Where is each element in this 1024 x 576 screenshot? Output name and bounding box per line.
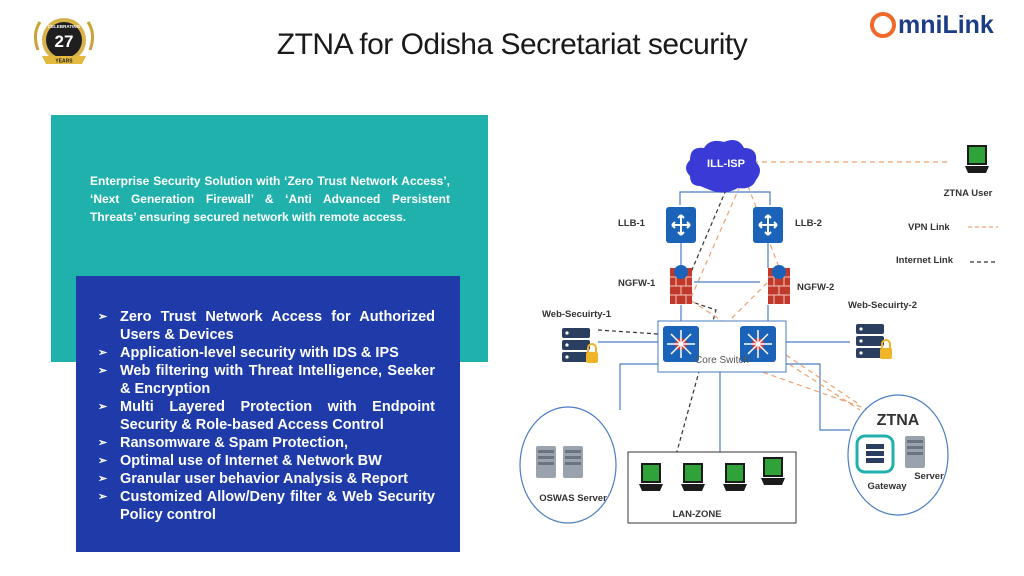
web-security-2-server-icon bbox=[855, 323, 893, 360]
anniversary-badge: CELEBRATING 27 YEARS bbox=[33, 18, 95, 65]
arrow-bullet-icon: ➢ bbox=[98, 347, 108, 359]
core-switch-label: Core Switch bbox=[695, 355, 749, 366]
arrow-bullet-icon: ➢ bbox=[98, 491, 108, 503]
llb2-router-icon bbox=[752, 206, 784, 244]
feature-item: ➢Granular user behavior Analysis & Repor… bbox=[98, 471, 408, 487]
llb1-label: LLB-1 bbox=[618, 218, 646, 229]
ztna-user-terminal-icon bbox=[965, 145, 989, 173]
feature-item: ➢Application-level security with IDS & I… bbox=[98, 345, 399, 361]
core-switch-right-icon bbox=[740, 326, 776, 362]
arrow-bullet-icon: ➢ bbox=[98, 401, 108, 413]
arrow-bullet-icon: ➢ bbox=[98, 437, 108, 449]
ztna-server-icon bbox=[905, 436, 925, 468]
arrow-bullet-icon: ➢ bbox=[98, 365, 108, 377]
lan-zone-label: LAN-ZONE bbox=[672, 509, 721, 520]
web-security-2-label: Web-Secuirty-2 bbox=[848, 300, 917, 311]
features-panel bbox=[76, 276, 460, 552]
ngfw1-label: NGFW-1 bbox=[618, 278, 656, 289]
cloud-icon bbox=[686, 140, 760, 193]
ngfw2-label: NGFW-2 bbox=[797, 282, 834, 293]
page-title: ZTNA for Odisha Secretariat security bbox=[276, 28, 748, 61]
web-security-1-label: Web-Secuirty-1 bbox=[542, 309, 612, 320]
logo-o-icon bbox=[870, 12, 896, 38]
arrow-bullet-icon: ➢ bbox=[98, 455, 108, 467]
web-security-1-server-icon bbox=[561, 327, 599, 364]
ztna-gateway-label: Gateway bbox=[867, 481, 907, 492]
internet-links bbox=[597, 189, 727, 456]
svg-text:CELEBRATING: CELEBRATING bbox=[48, 24, 81, 29]
oswas-label: OSWAS Server bbox=[539, 493, 607, 504]
feature-item: ➢Multi Layered Protection with Endpoint … bbox=[98, 399, 435, 433]
lan-terminal-icon bbox=[723, 463, 747, 491]
svg-text:YEARS: YEARS bbox=[55, 59, 73, 65]
core-switch-left-icon bbox=[663, 326, 699, 362]
feature-list: ➢Zero Trust Network Access for Authorize… bbox=[98, 308, 435, 524]
company-logo: mniLink bbox=[870, 10, 994, 40]
network-diagram: ILL-ISP ZTNA User LLB-1 LLB-2 NGFW-1 NGF… bbox=[519, 140, 998, 524]
svg-text:27: 27 bbox=[55, 32, 74, 51]
ztna-server-label: Server bbox=[914, 471, 944, 482]
legend-vpn-label: VPN Link bbox=[908, 222, 950, 233]
vpn-links bbox=[689, 161, 950, 411]
feature-item: ➢Web filtering with Threat Intelligence,… bbox=[98, 363, 435, 397]
feature-item: ➢Zero Trust Network Access for Authorize… bbox=[98, 309, 435, 343]
ngfw1-firewall-icon bbox=[669, 264, 693, 305]
oswas-server-1-icon bbox=[536, 446, 556, 478]
ztna-zone bbox=[847, 394, 949, 516]
llb1-router-icon bbox=[665, 206, 697, 244]
lan-terminal-icon bbox=[681, 463, 705, 491]
ztna-label: ZTNA bbox=[877, 412, 920, 429]
solid-links bbox=[598, 191, 850, 455]
ztna-user-label: ZTNA User bbox=[944, 188, 993, 199]
cloud-label: ILL-ISP bbox=[707, 158, 745, 170]
lan-terminal-icon bbox=[639, 463, 663, 491]
legend-internet-label: Internet Link bbox=[896, 255, 954, 266]
feature-item: ➢Customized Allow/Deny filter & Web Secu… bbox=[98, 489, 435, 523]
oswas-server-2-icon bbox=[563, 446, 583, 478]
lan-terminal-icon bbox=[761, 457, 785, 485]
feature-item: ➢Optimal use of Internet & Network BW bbox=[98, 453, 382, 469]
ngfw2-firewall-icon bbox=[767, 264, 791, 305]
arrow-bullet-icon: ➢ bbox=[98, 473, 108, 485]
ztna-gateway-icon bbox=[855, 434, 895, 474]
intro-text: Enterprise Security Solution with ‘Zero … bbox=[90, 174, 450, 224]
logo-text: mniLink bbox=[898, 10, 994, 39]
arrow-bullet-icon: ➢ bbox=[98, 311, 108, 323]
llb2-label: LLB-2 bbox=[795, 218, 822, 229]
feature-item: ➢Ransomware & Spam Protection, bbox=[98, 435, 349, 451]
